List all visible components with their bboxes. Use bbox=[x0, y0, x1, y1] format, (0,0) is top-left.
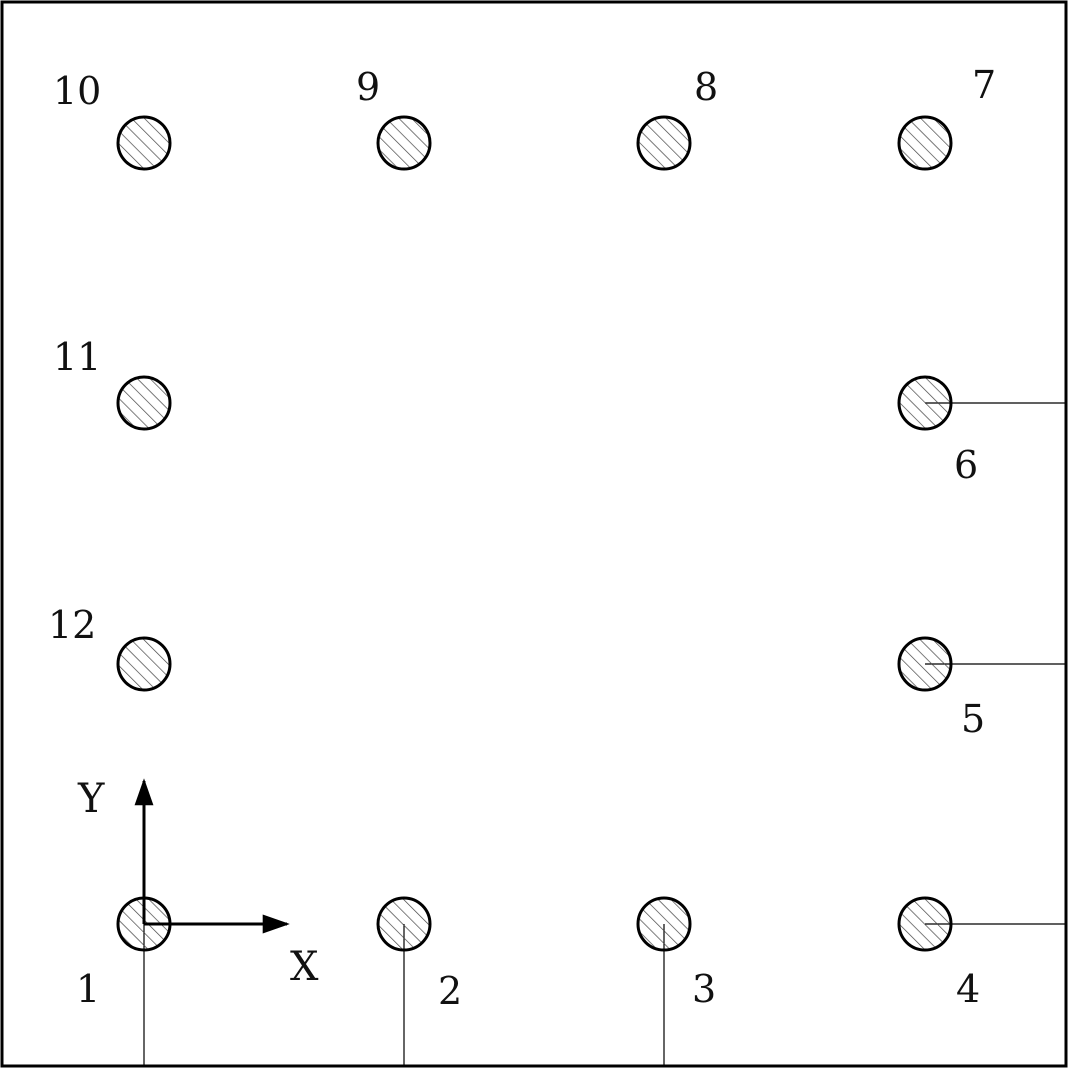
hole-label-5: 5 bbox=[961, 697, 985, 741]
hole-label-3: 3 bbox=[692, 967, 716, 1011]
coordinate-axes bbox=[134, 778, 290, 934]
hole-7 bbox=[897, 115, 953, 171]
y-axis-label: Y bbox=[77, 776, 105, 822]
hole-label-2: 2 bbox=[438, 969, 462, 1013]
hole-label-1: 1 bbox=[76, 967, 100, 1011]
hole-labels: 1 2 3 4 5 6 7 8 9 10 11 12 bbox=[48, 63, 996, 1013]
hole-2 bbox=[376, 896, 432, 952]
hole-10 bbox=[116, 115, 172, 171]
hole-label-8: 8 bbox=[694, 65, 718, 109]
hole-label-7: 7 bbox=[972, 63, 996, 107]
x-axis-label: X bbox=[290, 944, 319, 990]
hole-5 bbox=[897, 636, 953, 692]
hole-8 bbox=[636, 115, 692, 171]
hole-label-12: 12 bbox=[48, 603, 96, 647]
hole-label-4: 4 bbox=[956, 967, 980, 1011]
hole-12 bbox=[116, 636, 172, 692]
hole-3 bbox=[636, 896, 692, 952]
hole-6 bbox=[897, 375, 953, 431]
hole-9 bbox=[376, 115, 432, 171]
hole-label-11: 11 bbox=[53, 335, 101, 379]
hole-11 bbox=[116, 375, 172, 431]
hole-label-10: 10 bbox=[53, 69, 101, 113]
hole-4 bbox=[897, 896, 953, 952]
hole-label-6: 6 bbox=[954, 443, 978, 487]
hole-label-9: 9 bbox=[356, 65, 380, 109]
